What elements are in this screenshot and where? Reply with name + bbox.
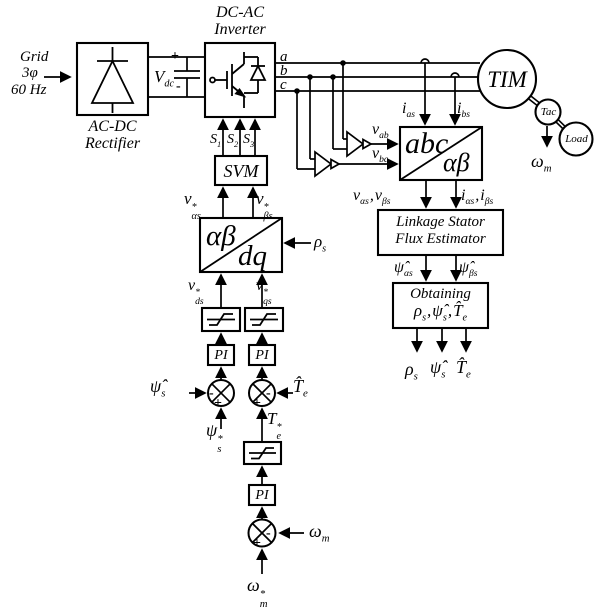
- omega-m-input-label: ωm: [309, 521, 330, 545]
- load-circle: [558, 121, 594, 157]
- i-bs-label: ibs: [457, 100, 470, 121]
- s2-label: S2: [227, 132, 239, 149]
- psi-ref-label: ψ*s: [206, 420, 223, 456]
- t-e-output-label: T̂e: [456, 357, 471, 381]
- voltage-sense-amps: [314, 130, 373, 178]
- motor-label: TIM: [487, 67, 527, 92]
- svm-box: [213, 154, 269, 187]
- obtaining-box: [391, 281, 490, 330]
- pi-speed-box: [247, 483, 277, 507]
- diode-icon: [90, 47, 135, 113]
- current-sensor-b: [450, 72, 460, 78]
- speed-junction-minus: -: [266, 526, 271, 541]
- omega-m-tach-label: ωm: [531, 151, 552, 175]
- v-q-ref-label: v*qs: [256, 277, 272, 308]
- phase-a-label: a: [280, 49, 288, 65]
- t-hat-e-label: T̂e: [293, 376, 308, 400]
- vdc-minus-sign: -: [176, 79, 181, 94]
- rectifier-title-1: AC-DC: [88, 118, 137, 135]
- grid-label-2: 3φ: [22, 65, 38, 81]
- obtaining-symbols: ρs,ψ̂s,T̂e: [413, 301, 468, 324]
- load-label: Load: [565, 133, 588, 145]
- pi-speed-label: PI: [255, 488, 269, 503]
- t-ref-label: T*e: [267, 409, 282, 443]
- svm-label: SVM: [223, 161, 259, 181]
- vdc-label: Vdc: [154, 67, 175, 90]
- vdc-plus-sign: +: [171, 49, 179, 64]
- junction-dots: [294, 60, 346, 94]
- saturation-icon: [207, 313, 278, 460]
- psi-beta-s-label: ψ̂βs: [459, 259, 478, 280]
- torque-junction-plus: +: [253, 396, 261, 411]
- summing-junction-crosses: [211, 383, 273, 544]
- psi-hat-s-label: ψ̂s: [150, 376, 166, 400]
- v-beta-ref-label: v*βs: [256, 189, 273, 223]
- psi-s-output-label: ψ̂s: [430, 357, 446, 381]
- rho-s-input-label: ρs: [314, 232, 327, 255]
- motor-circle: [476, 48, 538, 110]
- pi-flux-label: PI: [214, 348, 228, 363]
- s1-label: S1: [210, 132, 222, 149]
- phase-b-label: b: [280, 63, 288, 79]
- block-details: [90, 47, 483, 460]
- i-alphabeta-pair-label: iαs,iβs: [461, 187, 494, 208]
- abc-block-denominator: αβ: [443, 148, 470, 177]
- current-sensor-a: [420, 58, 430, 64]
- flux-estimator-box: [376, 208, 505, 257]
- amp-vbc-icon: [314, 150, 333, 178]
- psi-alpha-s-label: ψ̂αs: [394, 259, 413, 280]
- blocks: [75, 41, 505, 507]
- abc-block-numerator: abc: [405, 127, 449, 160]
- flux-junction-plus: +: [214, 396, 222, 411]
- v-ab-label: vab: [372, 121, 389, 142]
- tachometer-circle: [534, 98, 562, 126]
- v-alpha-ref-label: v*αs: [184, 189, 201, 223]
- shaft-couplings: [528, 95, 566, 130]
- i-as-label: ias: [402, 100, 415, 121]
- abc-block-diagonal: [399, 126, 483, 181]
- pi-torque-label: PI: [255, 348, 269, 363]
- inverter-title-2: Inverter: [214, 21, 266, 38]
- rectifier-title-2: Rectifier: [84, 135, 141, 152]
- machines: [476, 48, 594, 157]
- s3-label: S3: [243, 132, 255, 149]
- dq-block-diagonal: [199, 217, 283, 273]
- phase-c-label: c: [280, 77, 287, 93]
- grid-label-1: Grid: [20, 49, 49, 65]
- wires: [44, 56, 553, 574]
- dq-block-denominator: dq: [238, 240, 267, 272]
- inverter-title-1: DC-AC: [216, 4, 264, 21]
- torque-junction-minus: -: [266, 386, 271, 401]
- flux-junction-minus: -: [209, 386, 214, 401]
- igbt-icon: [209, 52, 267, 108]
- tachometer-label: Tac: [540, 106, 557, 118]
- v-d-ref-label: v*ds: [188, 277, 204, 308]
- omega-ref-label: ω*m: [247, 575, 268, 610]
- flux-estimator-label-2: Flux Estimator: [395, 231, 486, 247]
- pi-torque-box: [247, 343, 277, 367]
- pi-flux-box: [206, 343, 236, 367]
- speed-junction-plus: +: [253, 536, 261, 551]
- grid-label-3: 60 Hz: [11, 82, 47, 98]
- flux-estimator-label-1: Linkage Stator: [396, 214, 485, 230]
- obtaining-title: Obtaining: [410, 286, 471, 302]
- amp-vab-icon: [346, 130, 365, 158]
- dq-block-numerator: αβ: [206, 220, 236, 252]
- v-alphabeta-pair-label: vαs,vβs: [353, 187, 391, 208]
- rho-s-output-label: ρs: [405, 359, 418, 383]
- v-bc-label: vbc: [372, 145, 389, 166]
